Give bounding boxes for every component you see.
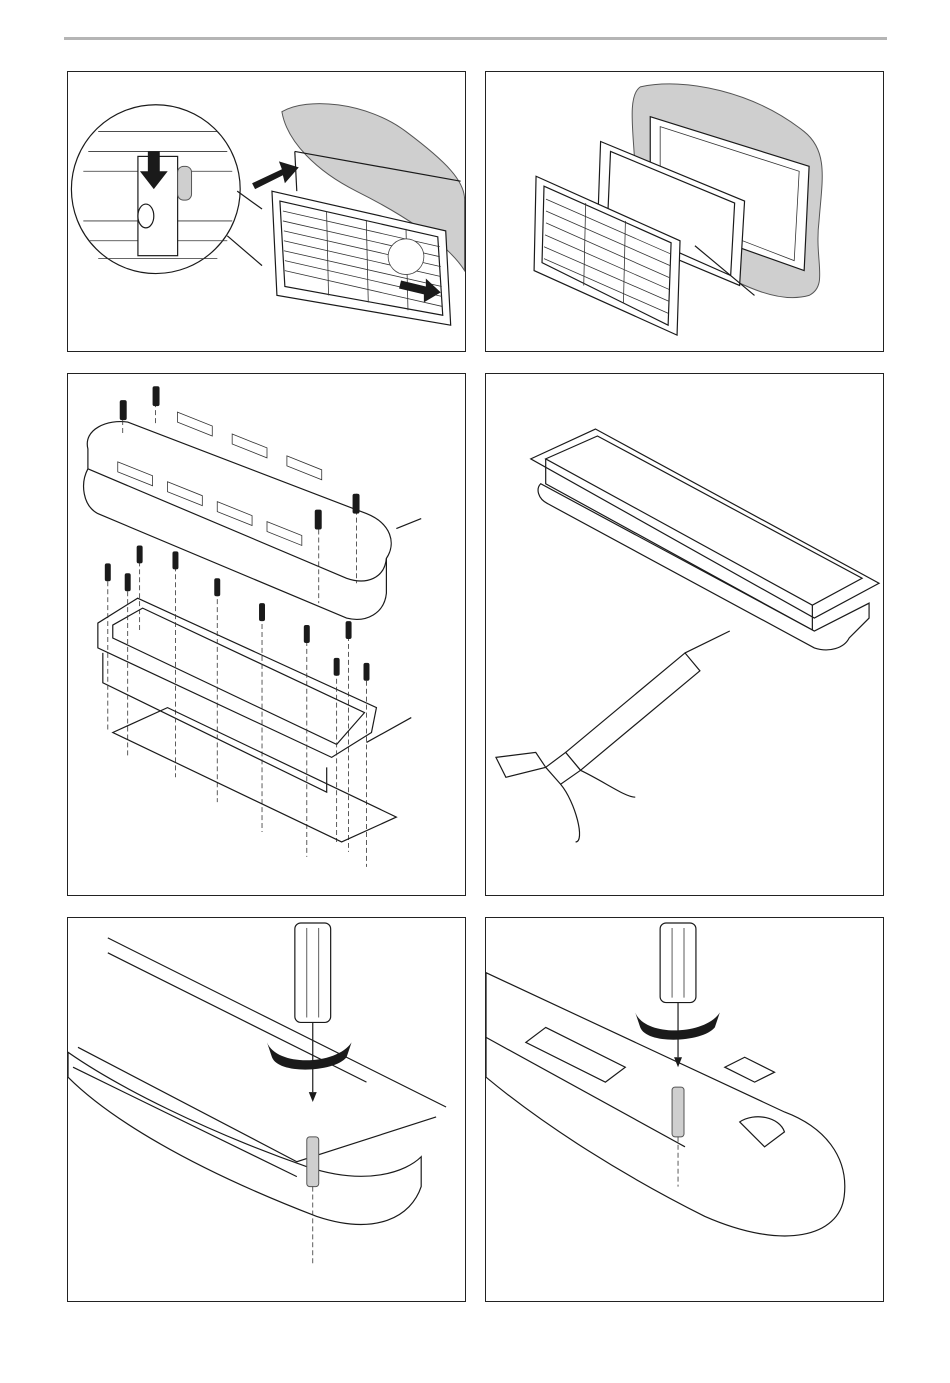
figure-cover-and-screws xyxy=(67,373,466,896)
figure-sealant xyxy=(485,373,884,896)
figure-remove-grille xyxy=(67,71,466,352)
header-rule xyxy=(64,37,887,40)
figure-grille-and-frame xyxy=(485,71,884,352)
figure-screw-frame xyxy=(67,917,466,1302)
screwdriver-frame-screw-illustration xyxy=(68,918,465,1301)
cover-frame-screws-exploded-illustration xyxy=(68,374,465,895)
figure-screw-cover xyxy=(485,917,884,1302)
sealant-gun-frame-illustration xyxy=(486,374,883,895)
screwdriver-cover-screw-illustration xyxy=(486,918,883,1301)
grille-and-frame-exploded-illustration xyxy=(486,72,883,351)
remove-grille-illustration xyxy=(68,72,465,351)
